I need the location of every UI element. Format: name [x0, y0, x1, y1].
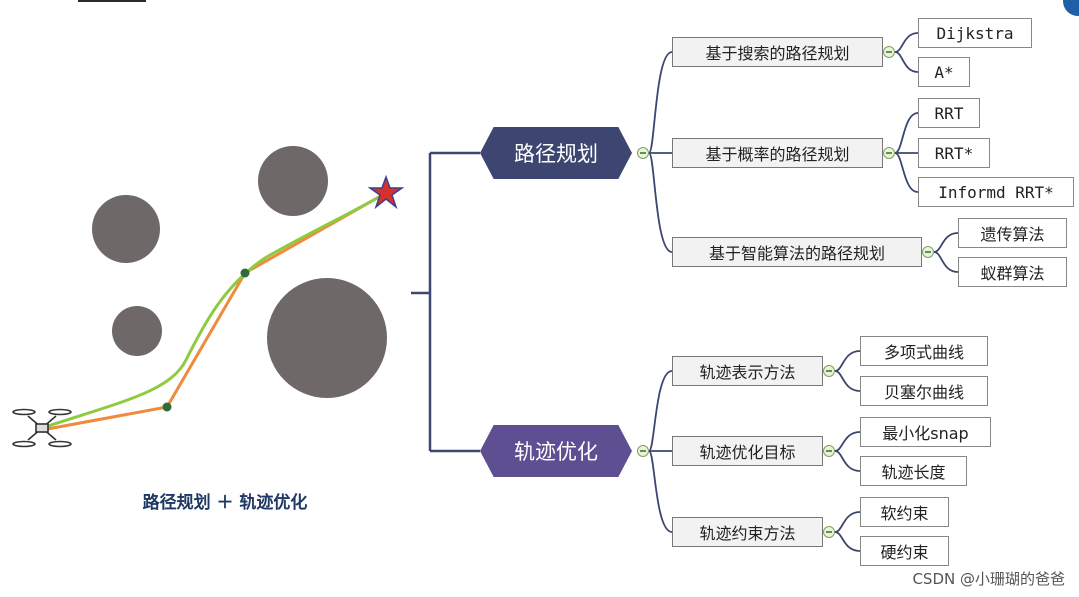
waypoint: [162, 402, 172, 412]
node-trajectory-representation[interactable]: 轨迹表示方法: [672, 356, 823, 386]
collapse-toggle-icon[interactable]: [823, 445, 835, 457]
node-sampling-based-planning[interactable]: 基于概率的路径规划: [672, 138, 883, 168]
leaf-dijkstra[interactable]: Dijkstra: [918, 18, 1032, 48]
watermark: CSDN @小珊瑚的爸爸: [912, 570, 1065, 588]
node-path-planning[interactable]: 路径规划: [480, 127, 632, 179]
collapse-toggle-icon[interactable]: [823, 365, 835, 377]
leaf-informed-rrt-star[interactable]: Informd RRT*: [918, 177, 1074, 207]
waypoint: [240, 268, 250, 278]
node-search-based-planning[interactable]: 基于搜索的路径规划: [672, 37, 883, 67]
leaf-polynomial-curve[interactable]: 多项式曲线: [860, 336, 988, 366]
collapse-toggle-icon[interactable]: [823, 526, 835, 538]
node-trajectory-objective[interactable]: 轨迹优化目标: [672, 436, 823, 466]
figure-caption: 路径规划 ＋ 轨迹优化: [142, 493, 308, 513]
leaf-rrt[interactable]: RRT: [918, 98, 980, 128]
obstacle: [92, 195, 160, 263]
leaf-rrt-star[interactable]: RRT*: [918, 138, 990, 168]
top-rule: [78, 0, 146, 2]
collapse-toggle-icon[interactable]: [637, 147, 649, 159]
collapse-toggle-icon[interactable]: [883, 46, 895, 58]
leaf-soft-constraint[interactable]: 软约束: [860, 497, 949, 527]
node-trajectory-optimization[interactable]: 轨迹优化: [480, 425, 632, 477]
node-trajectory-constraints[interactable]: 轨迹约束方法: [672, 517, 823, 547]
collapse-toggle-icon[interactable]: [883, 147, 895, 159]
leaf-hard-constraint[interactable]: 硬约束: [860, 536, 949, 566]
leaf-genetic-algorithm[interactable]: 遗传算法: [958, 218, 1067, 248]
leaf-bezier-curve[interactable]: 贝塞尔曲线: [860, 376, 988, 406]
optimized-trajectory: [41, 191, 387, 430]
leaf-trajectory-length[interactable]: 轨迹长度: [860, 456, 967, 486]
path-planning-figure: [12, 146, 405, 448]
collapse-toggle-icon[interactable]: [637, 445, 649, 457]
leaf-ant-colony-algorithm[interactable]: 蚁群算法: [958, 257, 1067, 287]
obstacle: [267, 278, 387, 398]
leaf-minimize-snap[interactable]: 最小化snap: [860, 417, 991, 447]
goal-star-icon: [367, 174, 405, 210]
leaf-a-star[interactable]: A*: [918, 57, 970, 87]
node-intelligent-algorithm-planning[interactable]: 基于智能算法的路径规划: [672, 237, 922, 267]
obstacle: [258, 146, 328, 216]
corner-badge: [1063, 0, 1079, 16]
obstacle: [112, 306, 162, 356]
drone-icon: [12, 408, 72, 448]
collapse-toggle-icon[interactable]: [922, 246, 934, 258]
planned-path: [41, 191, 387, 432]
